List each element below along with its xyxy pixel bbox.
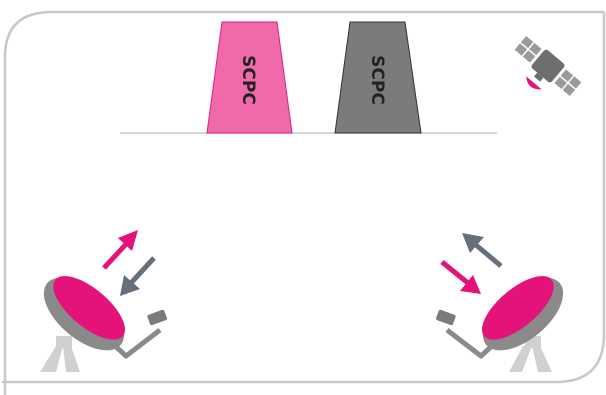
frame-border — [2, 10, 606, 395]
carrier-shape — [334, 21, 422, 134]
right-satellite-dish-icon — [436, 276, 564, 372]
carrier-scpc-gray: SCPC — [334, 21, 422, 134]
left-downlink-arrow — [120, 256, 156, 296]
left-tripod — [40, 346, 63, 372]
left-uplink-arrow — [102, 230, 138, 270]
carrier-scpc-pink: SCPC — [206, 21, 293, 134]
carrier-label: SCPC — [238, 55, 258, 105]
right-downlink-arrow — [440, 260, 481, 294]
carrier-shape — [206, 21, 293, 134]
carrier-label: SCPC — [367, 55, 387, 105]
satellite-icon — [514, 35, 582, 97]
left-satellite-dish-icon — [40, 276, 167, 372]
right-uplink-arrow — [462, 233, 503, 268]
